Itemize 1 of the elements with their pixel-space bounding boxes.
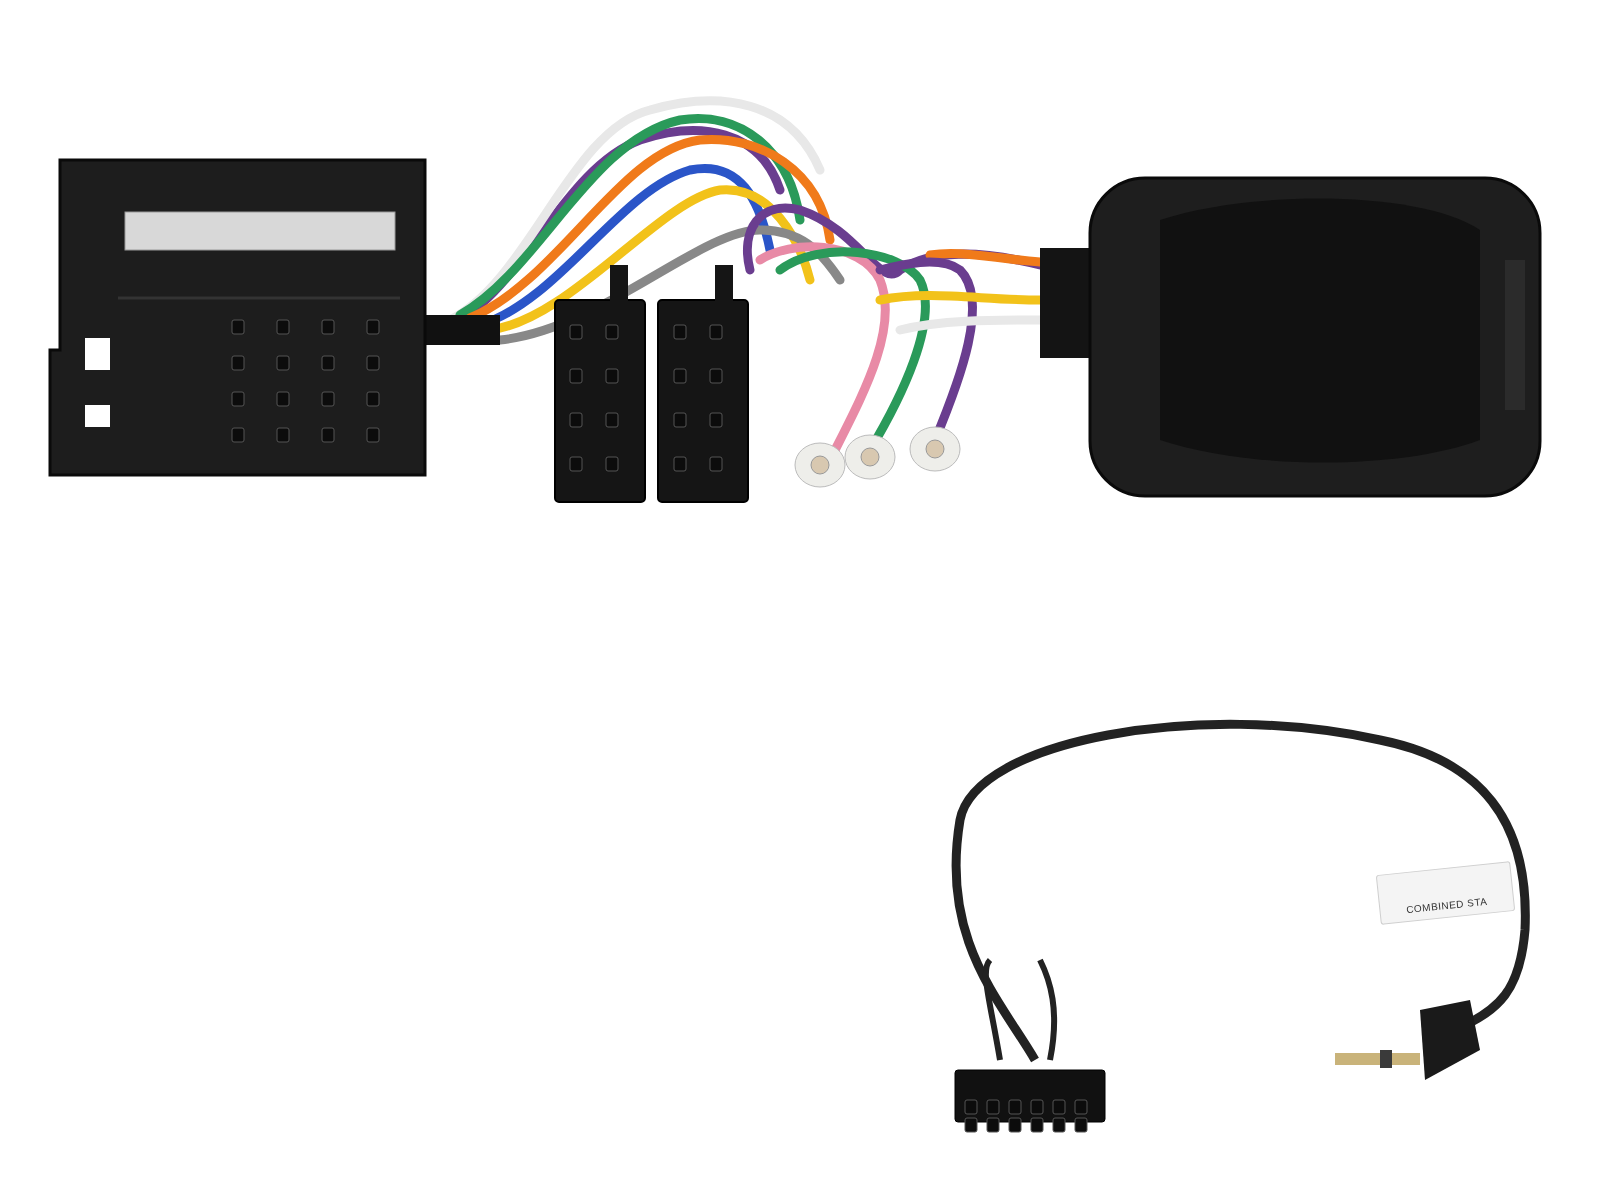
tag-text: COMBINED STA <box>1405 895 1488 916</box>
